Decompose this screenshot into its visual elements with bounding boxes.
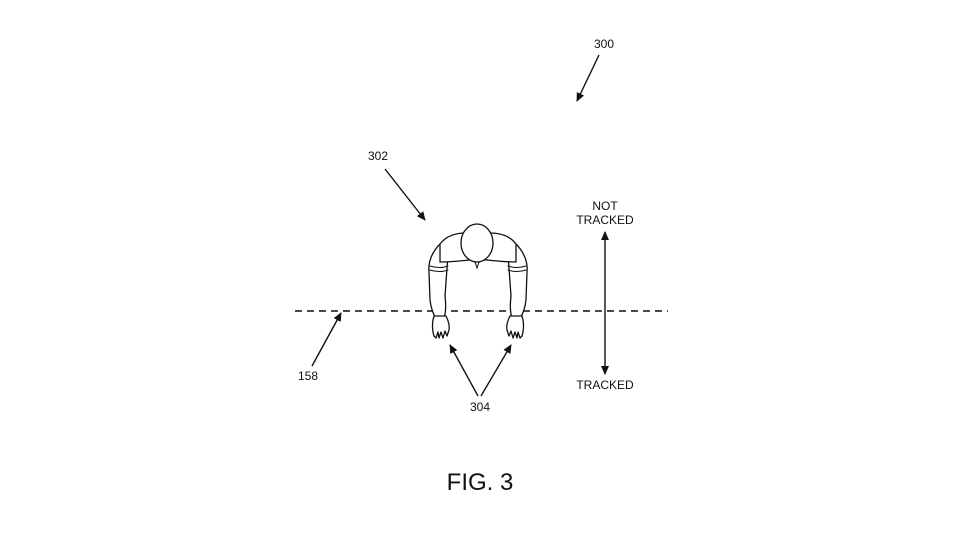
leader-arrow-158 — [311, 312, 342, 367]
tracked-label: TRACKED — [576, 378, 634, 392]
leader-arrow-304-left — [449, 344, 479, 397]
leader-arrow-304-right — [480, 344, 512, 397]
leader-arrow-302 — [384, 168, 426, 221]
leader-arrow-300 — [576, 54, 600, 102]
right-sleeve-band-2 — [507, 269, 527, 272]
left-sleeve-band — [429, 265, 449, 268]
user-figure — [428, 223, 528, 339]
left-sleeve-band-2 — [429, 269, 449, 272]
ref-label-304: 304 — [470, 400, 490, 414]
left-hand — [431, 315, 450, 339]
ref-label-300: 300 — [594, 37, 614, 51]
not-tracked-label-line1: NOT — [592, 199, 618, 213]
right-hand — [506, 315, 525, 339]
right-sleeve-band — [507, 265, 527, 268]
nose-detail — [474, 261, 480, 270]
ref-label-302: 302 — [368, 149, 388, 163]
ref-label-158: 158 — [298, 369, 318, 383]
figure-caption: FIG. 3 — [447, 469, 514, 496]
head — [460, 223, 494, 263]
not-tracked-label-line2: TRACKED — [576, 213, 634, 227]
